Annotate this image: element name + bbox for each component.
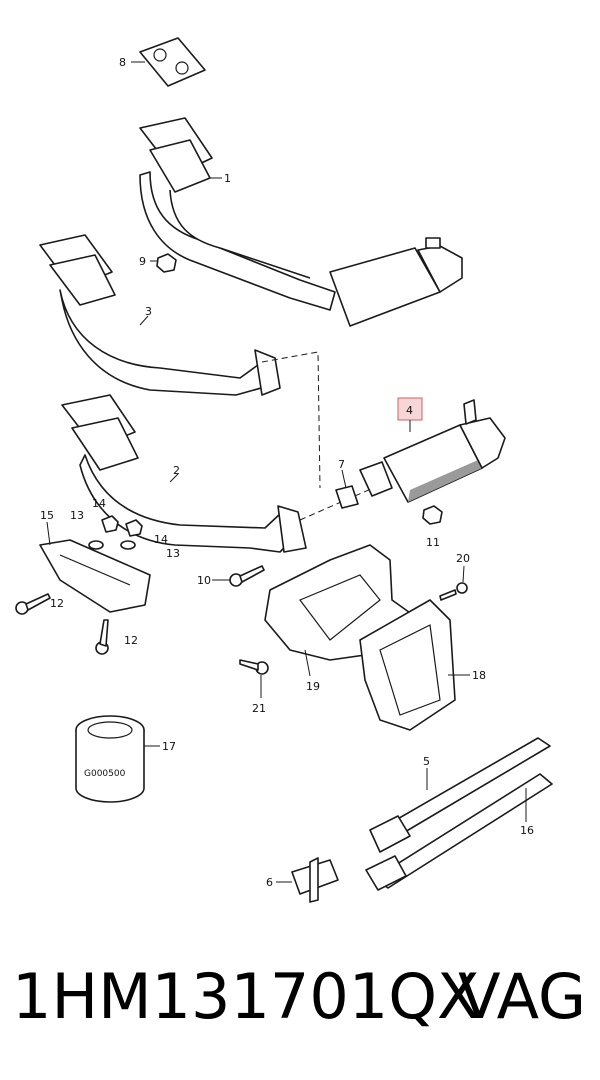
callout-14a: 14 xyxy=(92,497,106,510)
callout-9: 9 xyxy=(139,255,146,268)
callout-18: 18 xyxy=(472,669,486,682)
callout-13a: 13 xyxy=(70,509,84,522)
callout-19: 19 xyxy=(306,680,320,693)
filter-part xyxy=(75,715,145,803)
callout-14b: 14 xyxy=(154,533,168,546)
callout-6: 6 xyxy=(266,876,273,889)
tail-pipe-part xyxy=(369,737,551,853)
rear-heat-shield-part xyxy=(359,599,456,731)
washer-part xyxy=(88,540,136,550)
middle-pipe-part xyxy=(39,234,281,396)
callout-15: 15 xyxy=(40,509,54,522)
callout-16: 16 xyxy=(520,824,534,837)
lower-front-pipe-part xyxy=(61,394,307,553)
callout-4: 4 xyxy=(406,404,413,417)
catalytic-converter-part xyxy=(359,399,506,503)
tail-pipe-part xyxy=(365,773,553,891)
callout-13b: 13 xyxy=(166,547,180,560)
callout-3: 3 xyxy=(145,305,152,318)
brand-name: VAG xyxy=(458,960,586,1033)
clamp-part xyxy=(291,857,339,903)
nut-part xyxy=(422,505,443,525)
small-heat-shield-part xyxy=(39,539,151,613)
callout-21: 21 xyxy=(252,702,266,715)
callout-11: 11 xyxy=(426,536,440,549)
callout-1: 1 xyxy=(224,172,231,185)
bush-part xyxy=(335,485,359,509)
callout-7: 7 xyxy=(338,458,345,471)
bolt-part xyxy=(439,582,468,601)
part-number: 1HM131701QX xyxy=(12,960,480,1033)
callout-20: 20 xyxy=(456,552,470,565)
bolt-part xyxy=(15,593,51,615)
bolt-part xyxy=(239,659,269,675)
gasket-part xyxy=(139,37,206,87)
exhaust-parts-diagram: 8 1 9 3 4 2 7 11 15 13 14 14 13 10 20 12… xyxy=(15,37,553,903)
nut-part xyxy=(101,515,143,537)
callout-2: 2 xyxy=(173,464,180,477)
callout-10: 10 xyxy=(197,574,211,587)
callout-12a: 12 xyxy=(50,597,64,610)
bolt-part xyxy=(229,565,265,587)
callout-5: 5 xyxy=(423,755,430,768)
callout-17: 17 xyxy=(162,740,176,753)
filter-marking: G000500 xyxy=(84,769,126,779)
bolt-part xyxy=(95,619,109,655)
front-exhaust-pipe-part xyxy=(139,117,463,327)
callout-12b: 12 xyxy=(124,634,138,647)
footer: 1HM131701QX VAG xyxy=(0,960,600,1050)
nut-part xyxy=(156,253,177,273)
callout-8: 8 xyxy=(119,56,126,69)
